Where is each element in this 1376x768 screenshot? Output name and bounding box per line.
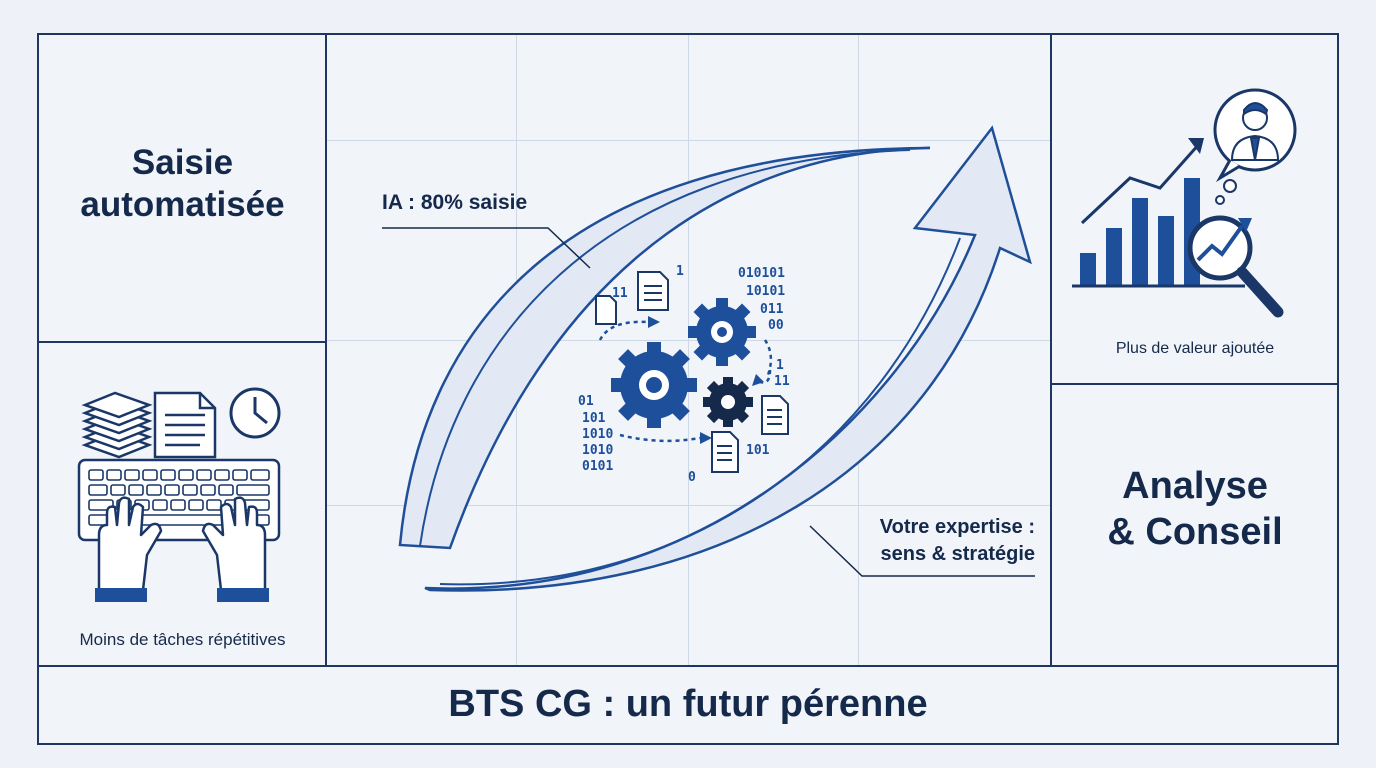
grid-line	[858, 35, 859, 665]
binary-text: 1010	[582, 427, 614, 442]
leader-line-top	[382, 227, 591, 269]
binary-text: 11	[774, 374, 790, 389]
label-line: sens & stratégie	[880, 543, 1035, 565]
binary-text: 00	[768, 318, 784, 333]
trend-arrow-line	[1080, 142, 1202, 225]
caption-moins-taches: Moins de tâches répétitives	[79, 630, 286, 649]
binary-text: 101	[746, 443, 770, 458]
grid-line	[326, 340, 1050, 341]
panel-footer	[37, 665, 1339, 745]
label-line: Votre expertise :	[879, 516, 1035, 538]
panel-top-right	[1050, 33, 1339, 385]
binary-text: 1	[776, 358, 784, 373]
arrowhead	[648, 316, 660, 328]
document-icon	[637, 271, 669, 311]
binary-text: 0	[688, 470, 696, 485]
magnifier-icon	[1187, 215, 1284, 318]
title-line: & Conseil	[1107, 510, 1283, 553]
bubble-dot	[1215, 195, 1225, 205]
bubble-dot	[1223, 179, 1237, 193]
trend-arrow-head	[1188, 138, 1204, 154]
keyboard-illustration	[77, 387, 281, 602]
paper-stack-icon	[81, 391, 153, 459]
panel-bottom-right	[1050, 383, 1339, 667]
clock-icon	[229, 387, 281, 439]
title-line: Analyse	[1122, 465, 1268, 507]
document-icon	[153, 391, 217, 459]
binary-text: 0101	[582, 459, 614, 474]
document-icon	[595, 295, 617, 325]
binary-text: 011	[760, 302, 784, 317]
document-icon	[761, 395, 789, 435]
upper-swoosh-line	[419, 149, 911, 547]
medium-gear-icon	[688, 298, 756, 366]
upper-swoosh-band	[398, 146, 931, 550]
cycle-arrows	[598, 320, 773, 443]
large-gear-icon	[611, 342, 697, 428]
binary-text: 10101	[746, 284, 786, 299]
binary-text: 11	[612, 286, 628, 301]
grid-line	[688, 35, 689, 665]
binary-text: 101	[582, 411, 606, 426]
growth-chart-illustration	[1072, 88, 1297, 318]
title-line: Saisie	[131, 143, 234, 182]
footer-title: BTS CG : un futur pérenne	[448, 683, 928, 725]
binary-digits: 1 11 010101 10101 011 00 1 11 01 101 101…	[560, 260, 810, 490]
grid-line	[326, 505, 1050, 506]
cuff-left	[95, 588, 147, 602]
document-icon	[711, 431, 739, 473]
caption-plus-valeur: Plus de valeur ajoutée	[1115, 340, 1275, 357]
binary-text: 01	[578, 394, 594, 409]
label-ia-saisie: IA : 80% saisie	[382, 191, 528, 214]
binary-text: 1010	[582, 443, 614, 458]
title-line: automatisée	[80, 185, 285, 224]
small-gear-icon	[703, 377, 753, 427]
panel-bottom-left	[37, 341, 327, 667]
title-saisie-automatisee: Saisie automatisée	[40, 142, 325, 226]
person-icon	[1230, 102, 1280, 161]
arrowhead	[752, 374, 764, 386]
panel-top-left	[37, 33, 327, 343]
lower-swoosh-line	[439, 237, 961, 586]
binary-text: 1	[676, 264, 684, 279]
title-analyse-conseil: Analyse & Conseil	[1053, 464, 1337, 555]
hands-icon	[97, 496, 267, 592]
label-votre-expertise: Votre expertise : sens & stratégie	[845, 514, 1035, 568]
grid-line	[326, 140, 1050, 141]
cuff-right	[217, 588, 269, 602]
arrowhead	[700, 432, 712, 444]
leader-line-bottom	[809, 525, 1035, 577]
gears-cluster	[595, 271, 789, 473]
binary-text: 010101	[738, 266, 785, 281]
